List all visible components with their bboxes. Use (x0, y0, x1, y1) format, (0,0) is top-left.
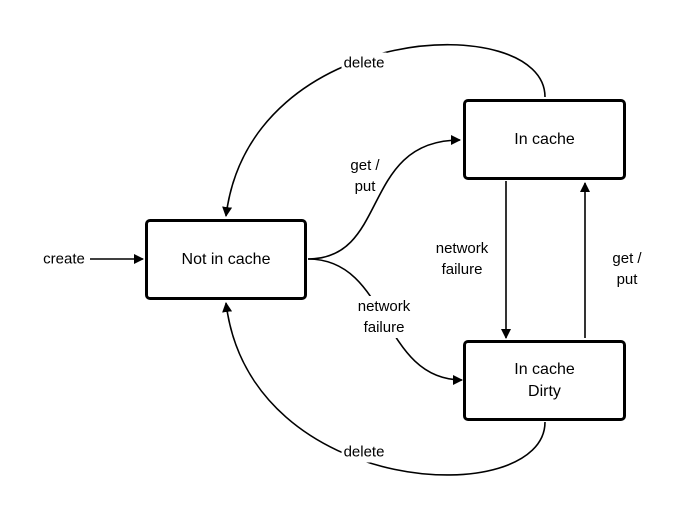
label-network-failure-right: network failure (433, 238, 491, 280)
label-delete-top: delete (341, 52, 387, 74)
node-not-in-cache-label: Not in cache (181, 250, 271, 268)
label-create: create (41, 248, 87, 270)
label-get-put-left: get / put (350, 157, 380, 195)
edge-delete-bottom (222, 302, 546, 476)
node-not-in-cache: Not in cache (145, 219, 307, 300)
label-delete-bottom: delete (341, 441, 387, 463)
node-in-cache: In cache (463, 99, 626, 180)
label-network-failure-left: network failure (355, 296, 413, 338)
node-in-cache-dirty: In cache Dirty (463, 340, 626, 421)
label-get-put-right: get / put (612, 250, 642, 288)
edge-get-put-left (307, 135, 461, 260)
node-in-cache-label: In cache (514, 130, 575, 148)
node-in-cache-dirty-label: In cache Dirty (514, 360, 575, 400)
edge-delete-top (222, 44, 546, 217)
